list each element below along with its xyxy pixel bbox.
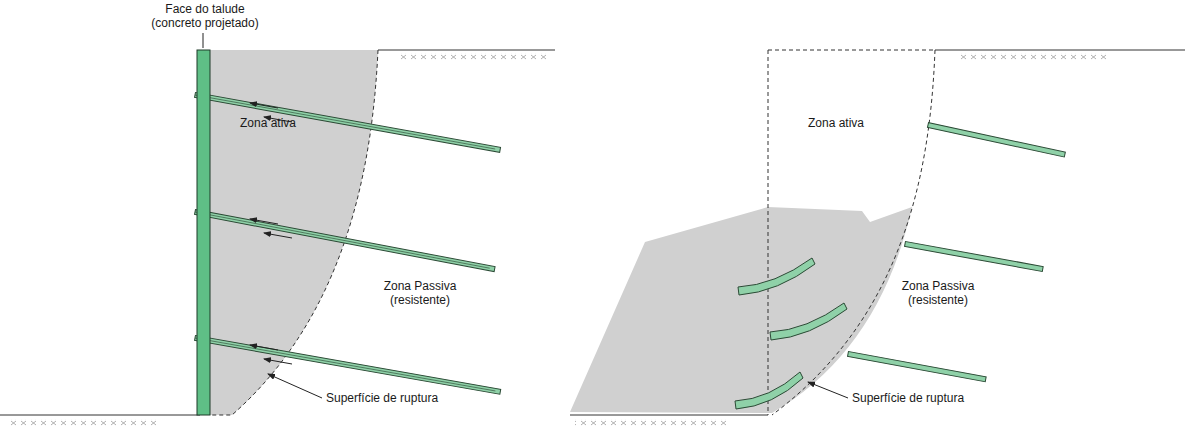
- leader-line: [203, 33, 204, 48]
- zone-label: Zona Passiva (resistente): [896, 279, 980, 307]
- soil-nail: [195, 93, 501, 153]
- zone-label: Zona ativa: [240, 116, 330, 130]
- zone-label: Zona Passiva (resistente): [378, 279, 462, 307]
- soil-nail: [905, 242, 1044, 272]
- ground-line: [570, 415, 768, 416]
- broken-nails: [735, 258, 847, 409]
- callout-label: Superfície de ruptura: [852, 391, 992, 405]
- callout-label: Face do talude (concreto projetado): [143, 2, 267, 30]
- leader-line: [808, 382, 848, 398]
- ground-line: [935, 50, 1185, 51]
- shotcrete-face: [197, 50, 210, 415]
- soil-nail: [848, 352, 987, 382]
- soil-nail: [927, 123, 1065, 157]
- callout-label: Superfície de ruptura: [326, 391, 466, 405]
- soil-nail: [195, 336, 501, 395]
- ground-hatch: [6, 419, 161, 426]
- soil-nail: [195, 210, 496, 272]
- collapsed-mass: [570, 207, 912, 413]
- force-arrows: [250, 103, 292, 364]
- zone-label: Zona ativa: [808, 116, 898, 130]
- ground-line: [378, 50, 555, 51]
- ground-hatch: [396, 53, 546, 60]
- ground-line: [0, 415, 200, 416]
- ground-hatch: [575, 419, 730, 426]
- original-outline: [768, 50, 935, 415]
- ground-hatch: [958, 53, 1108, 60]
- leader-line: [268, 374, 322, 398]
